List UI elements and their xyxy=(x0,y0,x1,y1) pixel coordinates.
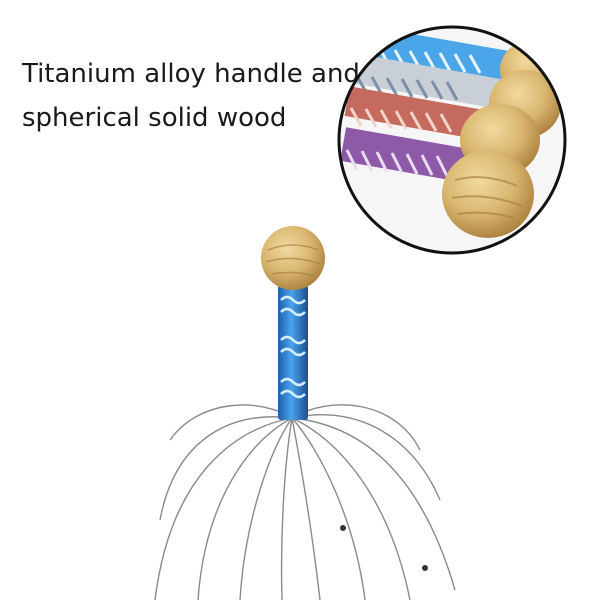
inset-border xyxy=(337,25,567,255)
inset-wood-ball-4 xyxy=(442,150,534,238)
wire-tip-bead xyxy=(422,565,428,571)
handle-closeup-inset xyxy=(337,25,567,255)
caption-line-2: spherical solid wood xyxy=(22,103,287,133)
inset-handle-silver xyxy=(350,53,524,113)
wire-tip-bead xyxy=(340,525,346,531)
scalp-massager xyxy=(154,226,456,600)
handle-engraving xyxy=(280,295,306,399)
caption-line-1: Titanium alloy handle and xyxy=(22,59,360,89)
product-caption: Titanium alloy handle and spherical soli… xyxy=(22,52,362,140)
massager-wires xyxy=(154,404,456,600)
